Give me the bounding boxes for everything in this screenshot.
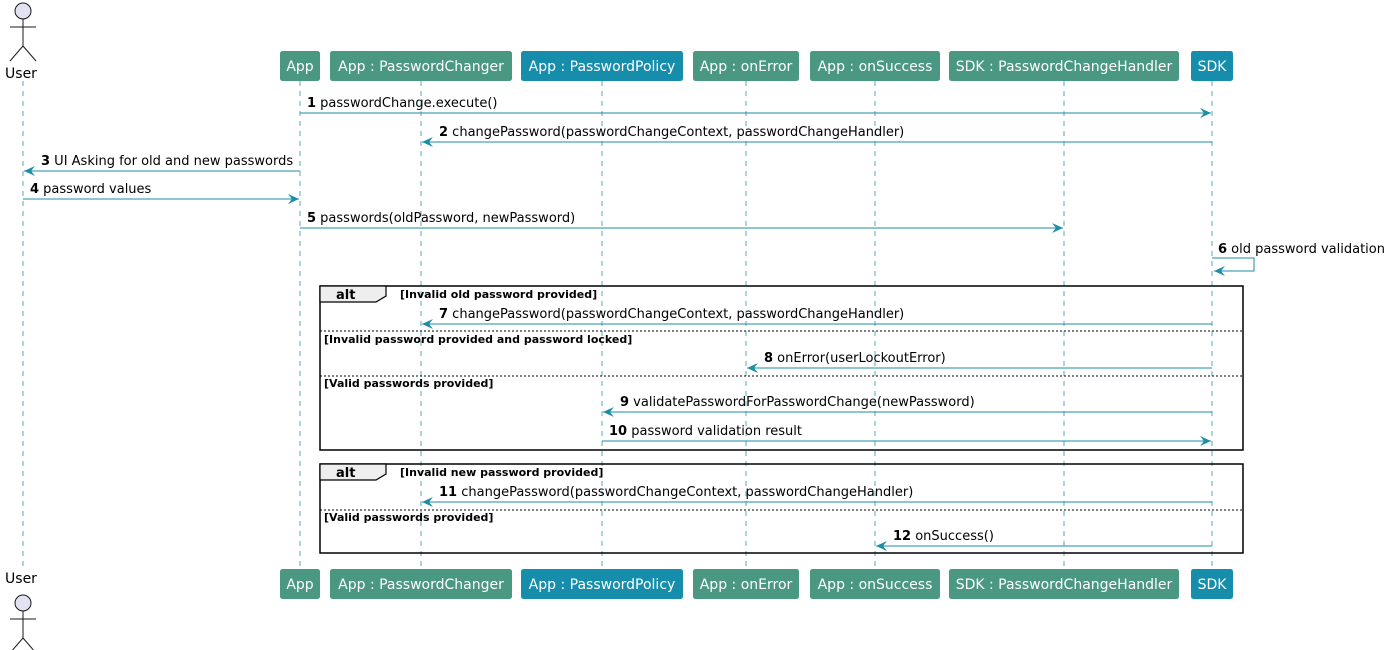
- participant-onerror-top: App : onError: [693, 51, 799, 81]
- message-5: 5 passwords(oldPassword, newPassword): [300, 211, 1063, 233]
- participant-label: App : PasswordChanger: [338, 577, 504, 593]
- message-label: 10 password validation result: [609, 424, 802, 439]
- message-10: 10 password validation result: [602, 424, 1211, 446]
- actor-leg-left: [11, 637, 24, 650]
- message-11: 11 changePassword(passwordChangeContext,…: [422, 485, 1212, 507]
- participant-handler-bottom: SDK : PasswordChangeHandler: [949, 569, 1179, 599]
- participant-label: App : onError: [700, 59, 793, 75]
- participant-box: [810, 569, 940, 599]
- message-label: 11 changePassword(passwordChangeContext,…: [439, 485, 913, 500]
- participants-top: User App App : PasswordChanger App : Passwo…: [5, 2, 1233, 82]
- participant-box: [1191, 569, 1233, 599]
- participant-box: [280, 51, 320, 81]
- participant-onerror-bottom: App : onError: [693, 569, 799, 599]
- participant-policy-top: App : PasswordPolicy: [521, 51, 683, 81]
- participant-label: SDK: [1198, 59, 1228, 75]
- participant-label: App : PasswordPolicy: [529, 59, 676, 75]
- participant-app-bottom: App: [280, 569, 320, 599]
- participant-box: [693, 51, 799, 81]
- fragment-tab: [319, 463, 387, 481]
- message-label: 2 changePassword(passwordChangeContext, …: [439, 125, 904, 140]
- message-label: 8 onError(userLockoutError): [764, 351, 946, 366]
- fragment-frame: [319, 285, 1244, 451]
- message-3: 3 UI Asking for old and new passwords: [24, 154, 300, 176]
- message-7: 7 changePassword(passwordChangeContext, …: [422, 307, 1212, 329]
- actor-user-top: User: [5, 2, 37, 82]
- participant-box: [521, 51, 683, 81]
- participant-box: [521, 569, 683, 599]
- message-6: 6 old password validation: [1212, 242, 1385, 276]
- participant-policy-bottom: App : PasswordPolicy: [521, 569, 683, 599]
- alt-fragment-1: alt [Invalid old password provided] [Inval…: [319, 285, 1244, 451]
- participant-box: [949, 569, 1179, 599]
- fragment-guard: [Invalid new password provided]: [400, 466, 603, 479]
- participant-onsuccess-bottom: App : onSuccess: [810, 569, 940, 599]
- message-1: 1 passwordChange.execute(): [300, 96, 1211, 118]
- message-8: 8 onError(userLockoutError): [747, 351, 1212, 373]
- actor-leg-left: [9, 45, 24, 62]
- participants-bottom: User App App : PasswordChanger App : Passwo…: [5, 569, 1233, 650]
- actor-leg-right: [22, 45, 37, 62]
- messages: 1 passwordChange.execute() 2 changePasswo…: [23, 96, 1385, 551]
- participant-label: SDK : PasswordChangeHandler: [956, 577, 1173, 593]
- participant-label: SDK: [1198, 577, 1228, 593]
- participant-label: App : onSuccess: [818, 59, 933, 75]
- fragment-guard: [Valid passwords provided]: [324, 511, 493, 524]
- participant-label: App : PasswordChanger: [338, 59, 504, 75]
- fragment-label: alt: [336, 466, 355, 481]
- alt-fragment-2: alt [Invalid new password provided] [Valid…: [319, 463, 1244, 554]
- actor-leg-right: [22, 637, 35, 650]
- fragment-guard: [Valid passwords provided]: [324, 377, 493, 390]
- participant-box: [810, 51, 940, 81]
- fragment-tab: [319, 285, 387, 303]
- participant-label: App: [286, 59, 313, 75]
- participant-app-top: App: [280, 51, 320, 81]
- participant-handler-top: SDK : PasswordChangeHandler: [949, 51, 1179, 81]
- actor-head-icon: [14, 594, 32, 612]
- message-2: 2 changePassword(passwordChangeContext, …: [422, 125, 1212, 147]
- participant-changer-bottom: App : PasswordChanger: [330, 569, 512, 599]
- fragment-guard: [Invalid old password provided]: [400, 288, 597, 301]
- message-4: 4 password values: [23, 182, 299, 204]
- participant-label: App : PasswordPolicy: [529, 577, 676, 593]
- message-label: 1 passwordChange.execute(): [307, 96, 498, 111]
- participant-sdk-bottom: SDK: [1191, 569, 1233, 599]
- participant-box: [693, 569, 799, 599]
- message-9: 9 validatePasswordForPasswordChange(newP…: [603, 395, 1212, 417]
- participant-onsuccess-top: App : onSuccess: [810, 51, 940, 81]
- participant-label: App: [286, 577, 313, 593]
- message-label: 7 changePassword(passwordChangeContext, …: [439, 307, 904, 322]
- lifelines: [22, 81, 1213, 569]
- actor-head-icon: [14, 2, 32, 20]
- participant-label: App : onError: [700, 577, 793, 593]
- message-label: 6 old password validation: [1218, 242, 1385, 257]
- fragment-guard: [Invalid password provided and password …: [324, 333, 632, 346]
- message-label: 12 onSuccess(): [893, 529, 994, 544]
- message-label: 9 validatePasswordForPasswordChange(newP…: [620, 395, 975, 410]
- participant-box: [949, 51, 1179, 81]
- participant-box: [280, 569, 320, 599]
- participant-label: SDK : PasswordChangeHandler: [956, 59, 1173, 75]
- actor-label: User: [5, 571, 37, 587]
- message-arrow: [1212, 257, 1255, 276]
- participant-box: [1191, 51, 1233, 81]
- participant-label: App : onSuccess: [818, 577, 933, 593]
- fragment-label: alt: [336, 288, 355, 303]
- message-label: 5 passwords(oldPassword, newPassword): [307, 211, 575, 226]
- fragments: alt [Invalid old password provided] [Inval…: [319, 285, 1244, 554]
- participant-sdk-top: SDK: [1191, 51, 1233, 81]
- message-label: 4 password values: [30, 182, 152, 197]
- fragment-frame: [319, 463, 1244, 554]
- actor-label: User: [5, 66, 37, 82]
- actor-user-bottom: User: [5, 571, 37, 650]
- message-label: 3 UI Asking for old and new passwords: [41, 154, 293, 169]
- message-12: 12 onSuccess(): [876, 529, 1212, 551]
- participant-box: [330, 569, 512, 599]
- participant-box: [330, 51, 512, 81]
- participant-changer-top: App : PasswordChanger: [330, 51, 512, 81]
